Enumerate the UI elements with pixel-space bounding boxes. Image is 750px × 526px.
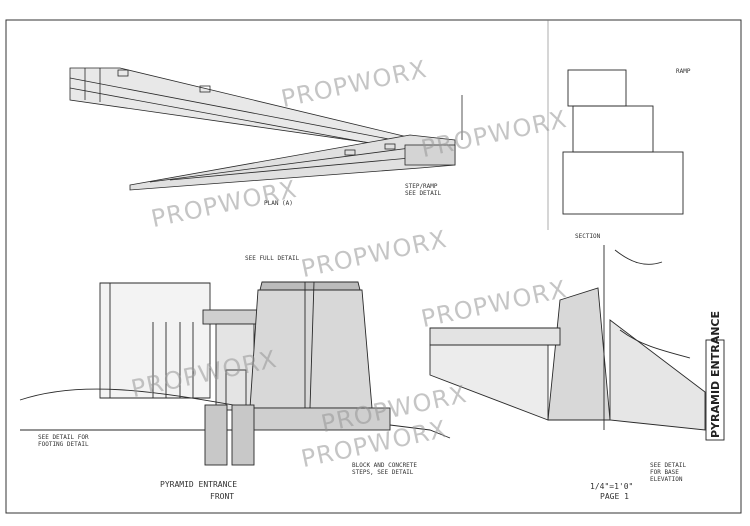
scale-caption: 1/4"=1'0" <box>590 482 634 491</box>
plan-scale-note: PLAN (A) <box>264 200 293 207</box>
sheet-label: PAGE 1 <box>600 492 629 501</box>
front-label-note: SEE FULL DETAIL <box>245 255 300 262</box>
front-elevation <box>99 282 264 431</box>
right-base-note: SEE DETAIL FOR BASE ELEVATION <box>650 462 687 483</box>
ramp-elevation-middle <box>129 134 456 191</box>
ramp-elevation-upper <box>69 67 463 151</box>
stepped-block-plan <box>562 69 684 215</box>
front-view-caption: PYRAMID ENTRANCE <box>160 480 238 489</box>
base-note-center: BLOCK AND CONCRETE STEPS, SEE DETAIL <box>352 462 418 476</box>
ground-profile-left <box>19 388 451 466</box>
sheet-border <box>5 19 742 514</box>
base-note-left: SEE DETAIL FOR FOOTING DETAIL <box>38 434 89 448</box>
title-block-box <box>705 339 725 441</box>
title-block-text: PYRAMID ENTRANCE <box>709 310 722 438</box>
ramp-label: RAMP <box>676 68 691 75</box>
section-elevation-right <box>429 245 706 431</box>
front-view-sublabel: FRONT <box>210 492 235 501</box>
pyramid-tower-front <box>249 281 391 431</box>
upper-ramp-note: STEP/RAMP SEE DETAIL <box>405 183 442 197</box>
section-label: SECTION <box>575 233 601 240</box>
